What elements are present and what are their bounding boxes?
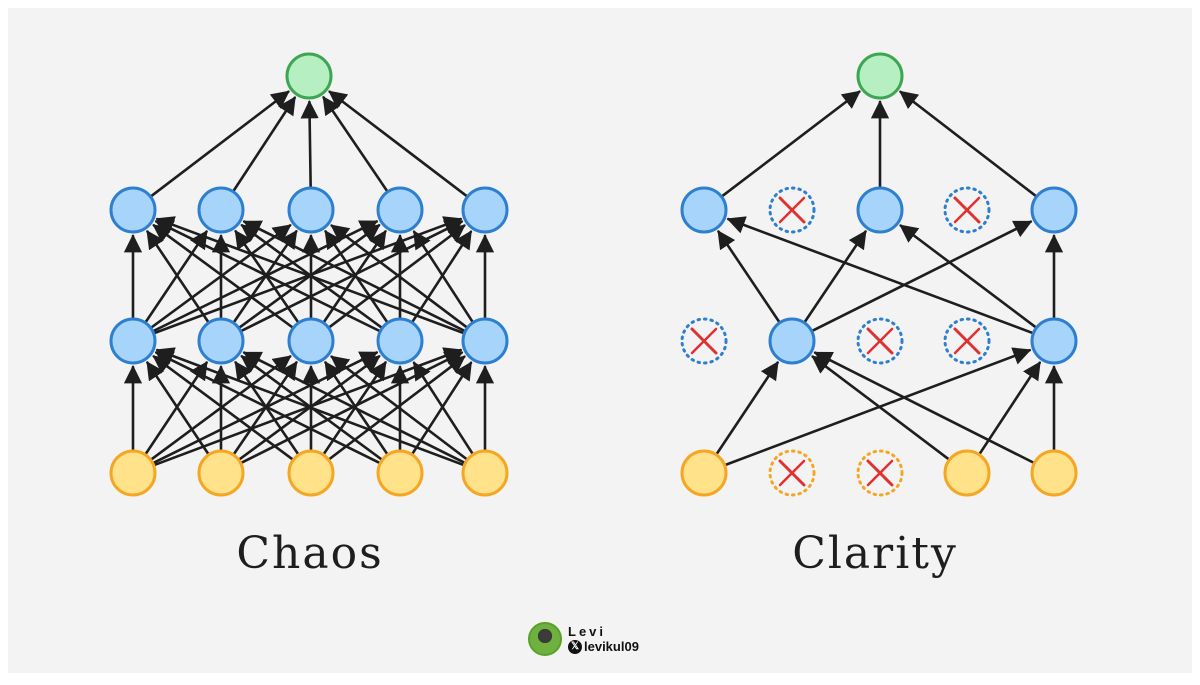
chaos-edge-2-4-to-3-0 xyxy=(328,90,469,198)
clarity-input-node-0-1-dropped xyxy=(768,449,816,497)
chaos-output-node-3-0 xyxy=(285,52,333,100)
chaos-hidden-node-1-3 xyxy=(376,317,424,365)
dropout-x-mark xyxy=(778,459,806,487)
clarity-hidden-node-1-1 xyxy=(768,317,816,365)
clarity-edge-1-1-to-2-0 xyxy=(717,230,781,324)
chaos-input-node-0-4 xyxy=(461,449,509,497)
chaos-edge-0-1-to-1-2 xyxy=(232,360,298,456)
clarity-input-node-0-3 xyxy=(943,449,991,497)
clarity-edge-0-4-to-1-1 xyxy=(813,351,1035,464)
clarity-edge-0-3-to-1-4 xyxy=(978,361,1041,456)
dropout-x-mark xyxy=(866,327,894,355)
chaos-edge-0-4-to-1-2 xyxy=(330,355,468,461)
clarity-hidden-node-1-2-dropped xyxy=(856,317,904,365)
chaos-edge-0-1-to-1-0 xyxy=(146,361,210,456)
author-credit: Levi 𝕏 levikul09 xyxy=(528,620,639,658)
chaos-edge-0-0-to-1-1 xyxy=(144,361,208,456)
caption-clarity: Clarity xyxy=(792,528,958,579)
chaos-edge-1-1-to-2-2 xyxy=(232,229,298,324)
chaos-edge-1-0-to-2-1 xyxy=(144,230,208,324)
clarity-edge-1-1-to-2-2 xyxy=(803,230,867,324)
dropout-x-mark xyxy=(778,196,806,224)
x-logo-icon: 𝕏 xyxy=(568,639,582,654)
clarity-edge-1-4-to-2-0 xyxy=(726,216,1034,335)
chaos-hidden-node-2-3 xyxy=(376,186,424,234)
clarity-input-node-0-0 xyxy=(680,449,728,497)
clarity-hidden-node-2-2 xyxy=(856,186,904,234)
author-name: Levi xyxy=(568,624,607,639)
chaos-edge-0-2-to-1-4 xyxy=(328,355,466,461)
clarity-hidden-node-1-0-dropped xyxy=(680,317,728,365)
avatar xyxy=(528,622,562,656)
chaos-hidden-node-1-1 xyxy=(197,317,245,365)
chaos-edge-1-2-to-2-0 xyxy=(152,224,294,329)
clarity-output-node-3-0 xyxy=(856,52,904,100)
chaos-edge-0-2-to-1-0 xyxy=(152,355,294,461)
chaos-edge-0-3-to-1-0 xyxy=(154,351,381,465)
chaos-input-node-0-0 xyxy=(109,449,157,497)
clarity-hidden-node-1-3-dropped xyxy=(943,317,991,365)
chaos-edge-0-3-to-1-4 xyxy=(411,361,473,455)
caption-chaos: Chaos xyxy=(236,528,384,579)
chaos-edge-1-2-to-2-4 xyxy=(328,224,466,329)
chaos-edge-2-0-to-3-0 xyxy=(149,90,290,198)
chaos-edge-1-1-to-2-0 xyxy=(146,230,210,324)
chaos-edge-2-1-to-3-0 xyxy=(232,96,297,193)
clarity-edge-1-4-to-2-2 xyxy=(899,224,1037,329)
clarity-edge-1-1-to-2-4 xyxy=(811,220,1033,333)
dropout-x-mark xyxy=(690,327,718,355)
dropout-x-mark xyxy=(953,327,981,355)
chaos-edge-1-4-to-2-1 xyxy=(242,220,466,333)
clarity-hidden-node-2-0 xyxy=(680,186,728,234)
chaos-edge-0-4-to-1-1 xyxy=(242,351,466,465)
nodes-layer xyxy=(109,52,1078,497)
clarity-hidden-node-2-4 xyxy=(1030,186,1078,234)
chaos-hidden-node-2-2 xyxy=(287,186,335,234)
chaos-edge-0-4-to-1-3 xyxy=(412,361,474,455)
chaos-hidden-node-1-2 xyxy=(287,317,335,365)
dropout-x-mark xyxy=(953,196,981,224)
chaos-hidden-node-2-1 xyxy=(197,186,245,234)
chaos-edge-1-4-to-2-0 xyxy=(155,216,465,335)
dropout-x-mark xyxy=(866,459,894,487)
chaos-hidden-node-1-4 xyxy=(461,317,509,365)
clarity-hidden-node-2-3-dropped xyxy=(943,186,991,234)
clarity-input-node-0-4 xyxy=(1030,449,1078,497)
chaos-edge-2-2-to-3-0 xyxy=(300,100,319,189)
chaos-hidden-node-2-4 xyxy=(461,186,509,234)
chaos-edge-0-4-to-1-0 xyxy=(155,347,465,467)
clarity-edge-2-4-to-3-0 xyxy=(899,90,1038,198)
author-handle: levikul09 xyxy=(584,639,639,654)
clarity-hidden-node-1-4 xyxy=(1030,317,1078,365)
clarity-hidden-node-2-1-dropped xyxy=(768,186,816,234)
chaos-edge-1-4-to-2-2 xyxy=(330,224,468,329)
chaos-input-node-0-1 xyxy=(197,449,245,497)
chaos-hidden-node-1-0 xyxy=(109,317,157,365)
clarity-edge-0-0-to-1-4 xyxy=(724,347,1032,467)
clarity-edge-2-0-to-3-0 xyxy=(720,90,861,198)
chaos-edge-1-3-to-2-0 xyxy=(154,220,381,333)
chaos-input-node-0-3 xyxy=(376,449,424,497)
clarity-input-node-0-2-dropped xyxy=(856,449,904,497)
chaos-hidden-node-2-0 xyxy=(109,186,157,234)
clarity-edge-0-3-to-1-1 xyxy=(811,355,950,461)
chaos-edge-2-3-to-3-0 xyxy=(322,96,389,193)
chaos-edge-1-4-to-2-3 xyxy=(412,230,474,324)
chaos-input-node-0-2 xyxy=(287,449,335,497)
chaos-edge-1-3-to-2-4 xyxy=(411,230,473,324)
clarity-edge-0-0-to-1-1 xyxy=(715,361,779,456)
edges-layer xyxy=(123,90,1064,467)
